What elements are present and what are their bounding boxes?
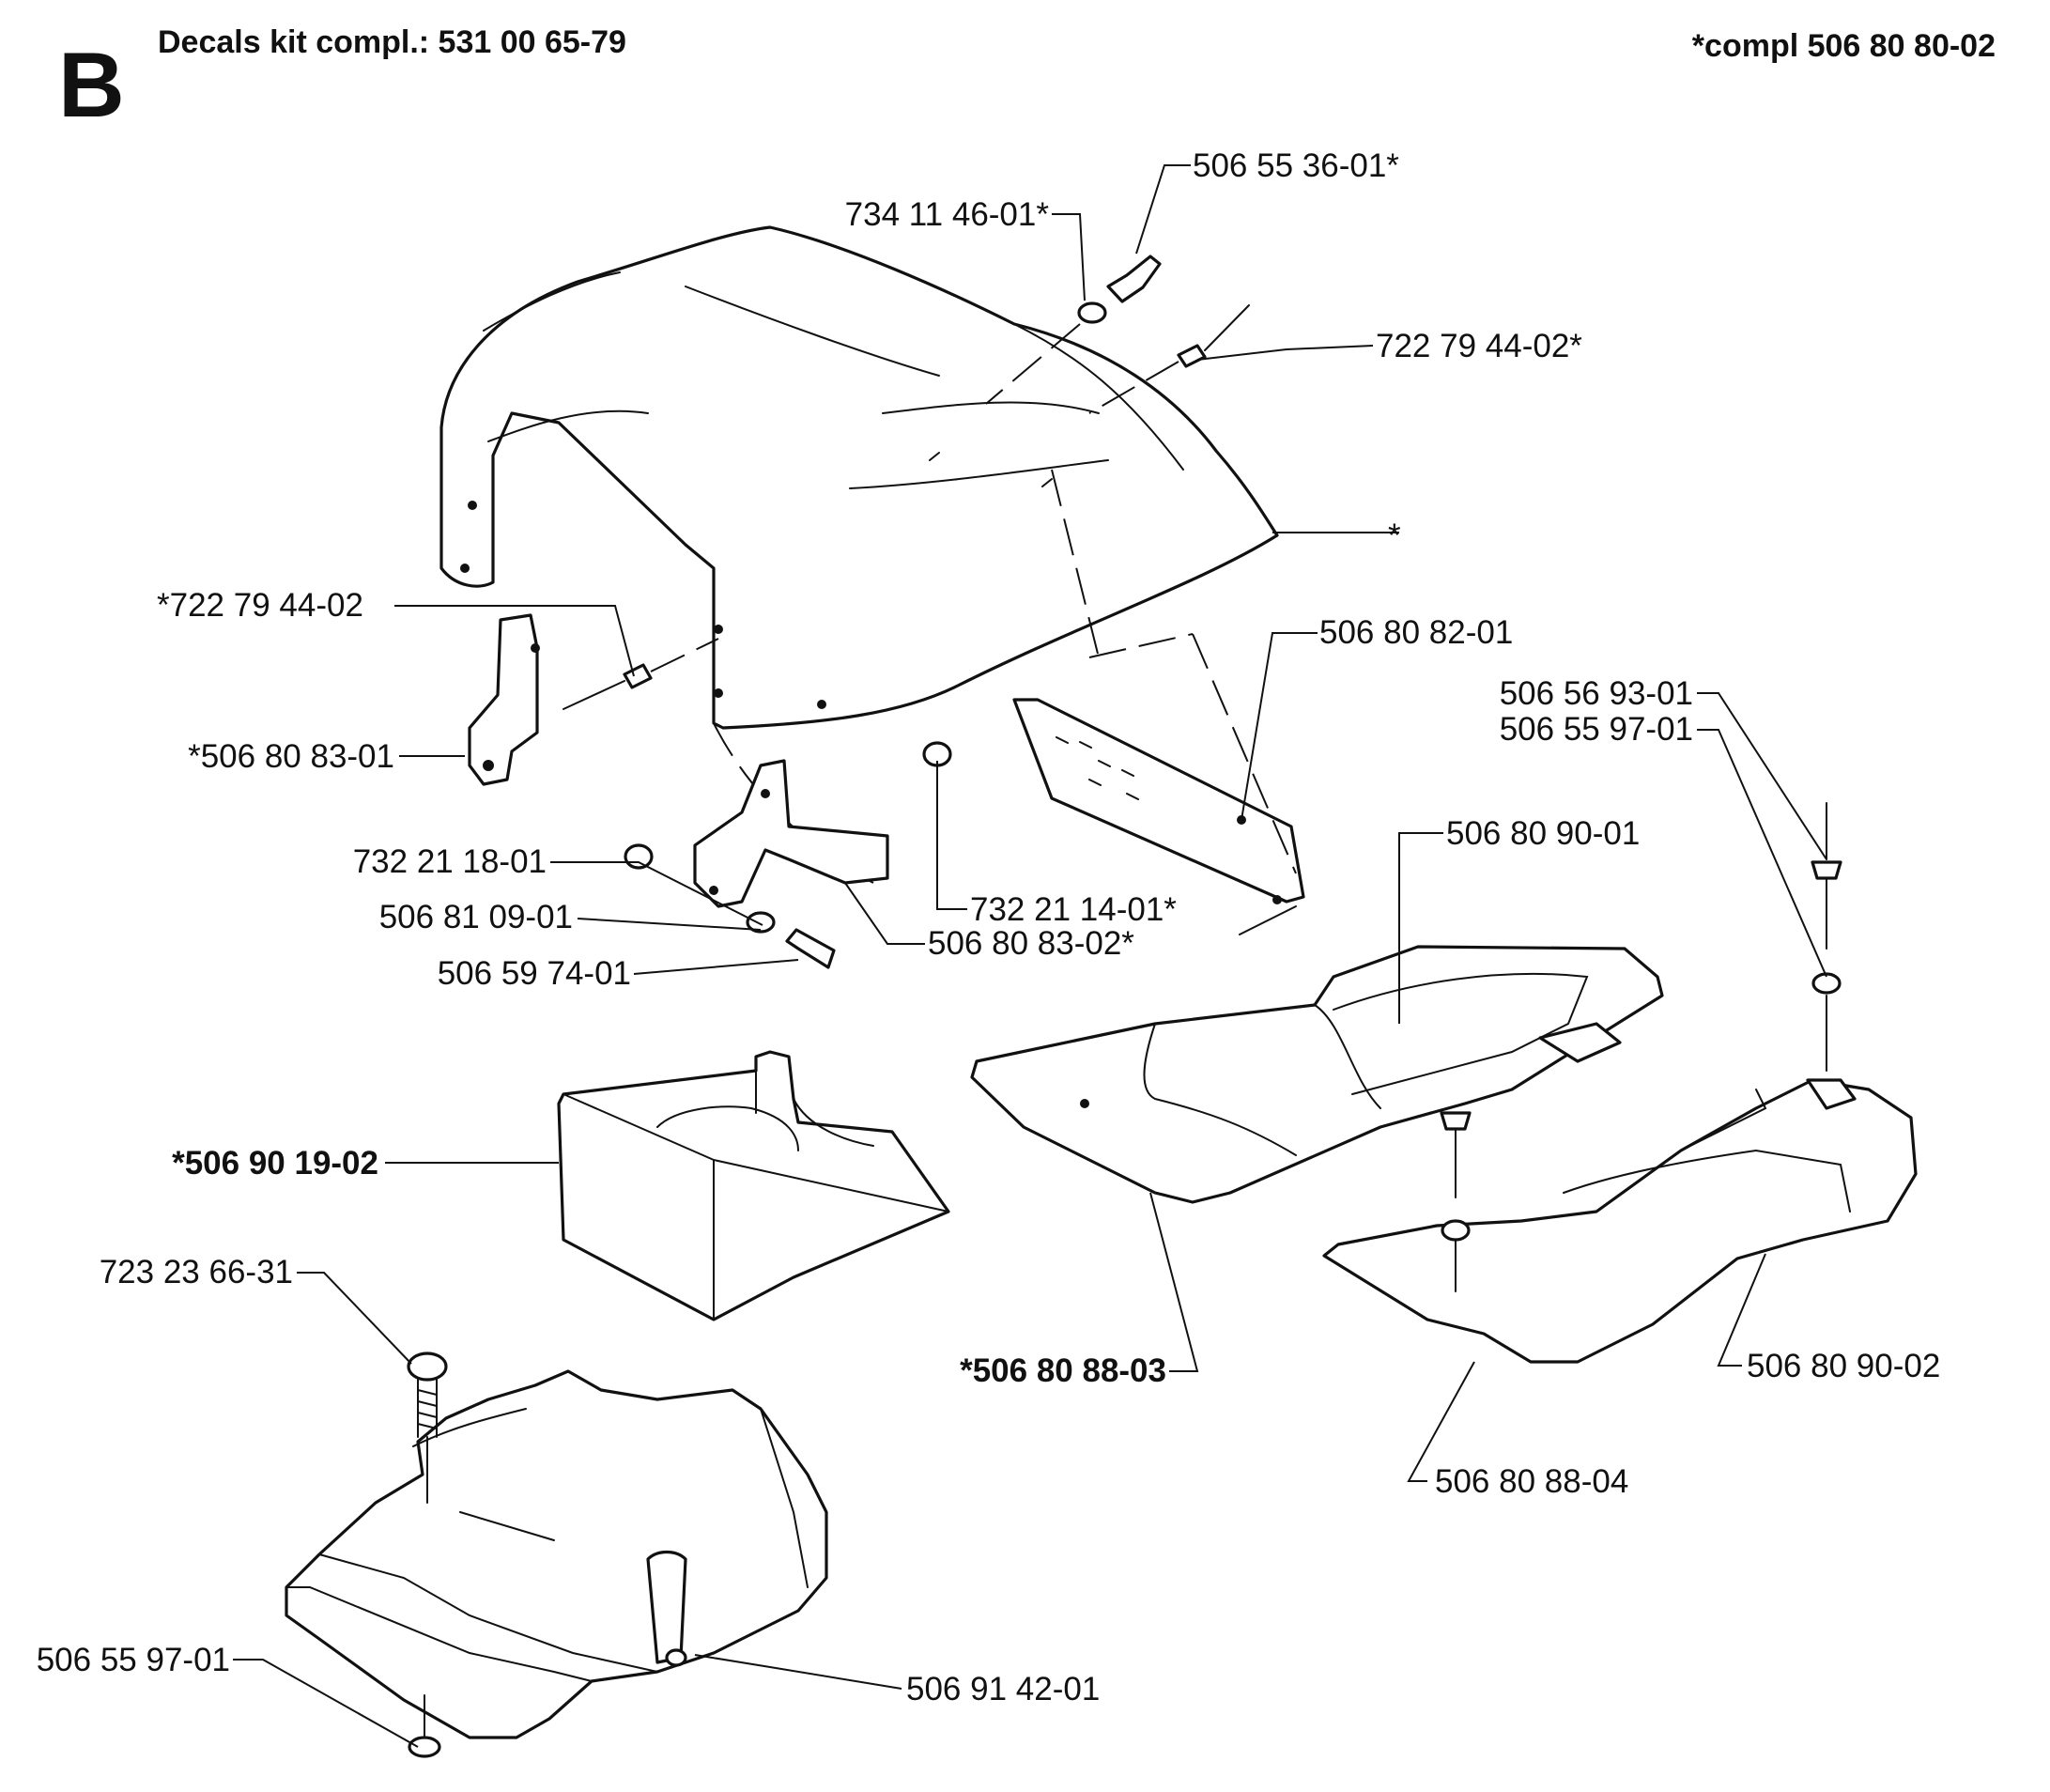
label-506-80-90-01: 506 80 90-01 (1446, 815, 1640, 852)
lower-bracket-drawing (624, 741, 952, 969)
part-labels: 506 55 36-01* 734 11 46-01* 722 79 44-02… (37, 147, 1941, 1707)
label-506-55-97-01-left: 506 55 97-01 (37, 1642, 230, 1678)
bottom-washer-drawing (408, 1694, 441, 1758)
label-722-79-44-02-right: 722 79 44-02* (1376, 328, 1582, 364)
floor-mat-right-drawing (1322, 1078, 1918, 1364)
label-506-91-42-01: 506 91 42-01 (906, 1671, 1100, 1707)
label-506-81-09-01: 506 81 09-01 (379, 899, 573, 935)
section-letter: B (58, 33, 125, 136)
left-bracket-drawing (468, 613, 719, 786)
hood-drawing (439, 225, 1279, 884)
battery-cover-drawing (285, 1369, 828, 1739)
label-506-80-90-02: 506 80 90-02 (1747, 1348, 1940, 1384)
compl-title: *compl 506 80 80-02 (1692, 28, 1996, 64)
panel-drawing (1012, 633, 1305, 935)
label-506-59-74-01: 506 59 74-01 (438, 955, 631, 992)
floor-mat-left-drawing (970, 945, 1664, 1204)
label-734-11-46-01: 734 11 46-01* (845, 196, 1050, 233)
seat-base-drawing (557, 1050, 950, 1321)
label-506-90-19-02: *506 90 19-02 (172, 1145, 378, 1182)
label-506-80-88-04: 506 80 88-04 (1435, 1463, 1628, 1500)
label-506-80-88-03: *506 80 88-03 (960, 1352, 1166, 1389)
label-506-56-93-01: 506 56 93-01 (1500, 675, 1693, 712)
hood-fasteners-drawing (985, 255, 1250, 414)
right-screws-drawing (1440, 802, 1842, 1292)
decals-kit-title: Decals kit compl.: 531 00 65-79 (158, 24, 626, 60)
label-hood-asterisk: * (1388, 518, 1401, 554)
label-506-80-82-01: 506 80 82-01 (1319, 614, 1513, 651)
label-722-79-44-02-left: *722 79 44-02 (157, 587, 363, 624)
label-723-23-66-31: 723 23 66-31 (100, 1254, 293, 1290)
label-506-55-97-01-right: 506 55 97-01 (1500, 711, 1693, 748)
cover-screw-drawing (407, 1352, 448, 1504)
label-506-80-83-02: 506 80 83-02* (928, 925, 1134, 962)
label-732-21-18-01: 732 21 18-01 (353, 843, 547, 880)
label-732-21-14-01: 732 21 14-01* (970, 891, 1177, 928)
label-506-80-83-01: *506 80 83-01 (188, 738, 394, 775)
leader-lines (233, 164, 1827, 1748)
label-506-55-36-01: 506 55 36-01* (1193, 147, 1399, 184)
